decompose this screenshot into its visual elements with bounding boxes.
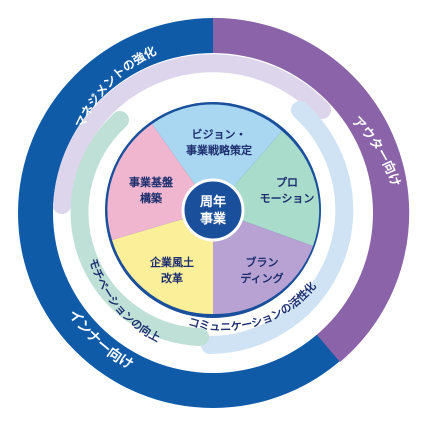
culture-label-line1: 企業風土 [149, 255, 194, 269]
promotion-label-line2: モーション [260, 192, 315, 205]
vision-label-line2: 事業戦略策定 [186, 143, 252, 157]
culture-label-line2: 改革 [161, 271, 183, 285]
branding-label-line1: ブラン [246, 255, 279, 269]
vision-label-line1: ビジョン・ [192, 127, 247, 141]
center-label-line1: 周年 [200, 194, 226, 210]
promotion-label-line1: プロ [276, 175, 298, 189]
branding-label-line2: ディング [240, 271, 283, 285]
segment-vision[interactable] [152, 104, 282, 210]
communication-band [201, 101, 354, 354]
center-label-line2: 事業 [200, 211, 227, 227]
motivation-band [70, 111, 209, 346]
foundation-label-line2: 構築 [140, 191, 163, 205]
management-band [53, 54, 331, 214]
center-circle[interactable] [181, 178, 245, 242]
segment-culture[interactable] [112, 210, 213, 315]
segment-branding[interactable] [213, 210, 313, 315]
foundation-label-line1: 事業基盤 [129, 175, 174, 189]
